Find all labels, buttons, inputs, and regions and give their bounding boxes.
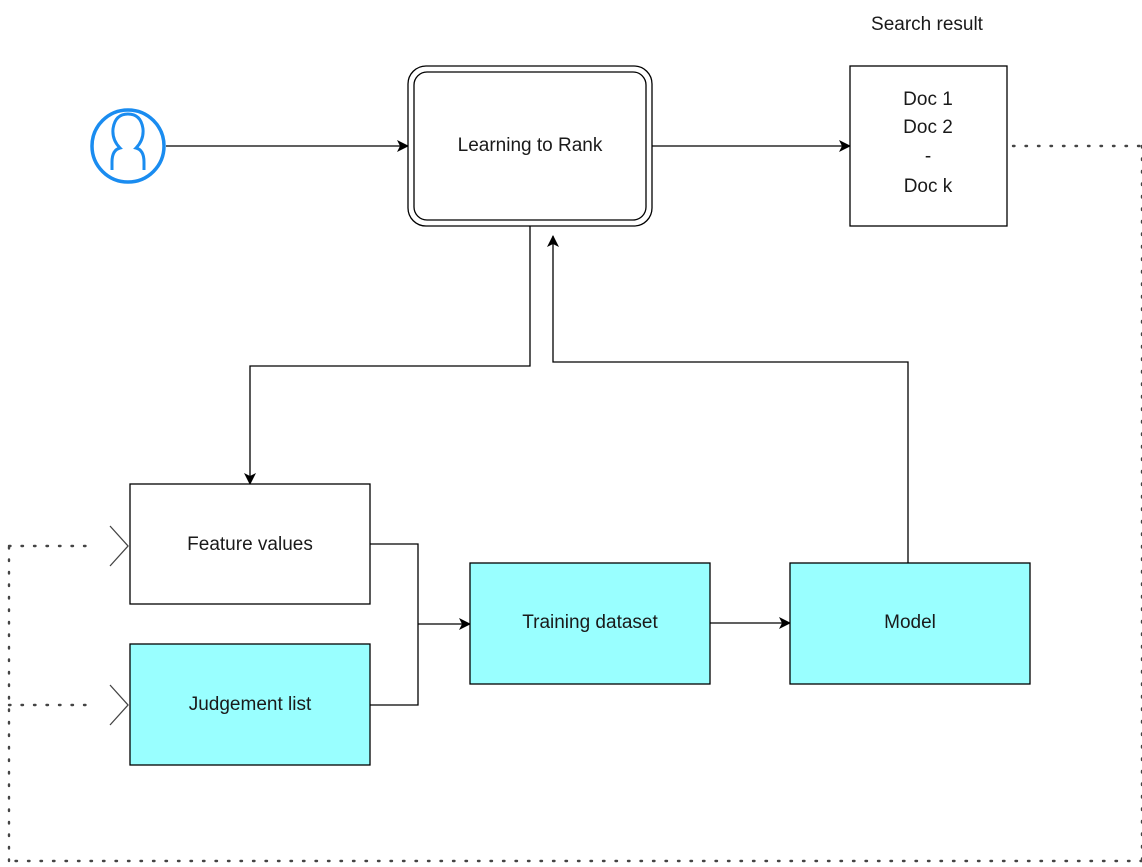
model-node: Model (789, 562, 1031, 685)
feature-input-chevron (109, 525, 129, 567)
model-label: Model (884, 612, 936, 633)
learning-to-rank-label: Learning to Rank (458, 135, 603, 156)
feature-values-label: Feature values (187, 534, 313, 555)
search-result-node: Doc 1 Doc 2 - Doc k (849, 65, 1008, 227)
search-result-caption: Search result (871, 14, 984, 35)
training-dataset-node: Training dataset (469, 562, 711, 685)
training-dataset-label: Training dataset (522, 612, 658, 633)
learning-to-rank-node: Learning to Rank (407, 65, 653, 227)
user-icon (90, 108, 166, 184)
judgement-list-node: Judgement list (129, 643, 371, 766)
edge-judgement-list-to-merge (370, 624, 419, 706)
feature-values-node: Feature values (129, 483, 371, 605)
edge-model-to-ltr (547, 235, 909, 563)
edge-ltr-to-feature-values (244, 226, 531, 485)
search-result-doc-k: Doc k (904, 176, 953, 197)
search-result-ellipsis: - (925, 146, 931, 167)
search-result-doc-2: Doc 2 (903, 117, 953, 138)
feedback-loop-dotted (7, 144, 1142, 863)
judgement-list-label: Judgement list (189, 694, 312, 715)
judgement-input-chevron (109, 684, 129, 726)
search-result-doc-1: Doc 1 (903, 89, 953, 110)
edge-feature-values-to-merge (370, 543, 419, 624)
